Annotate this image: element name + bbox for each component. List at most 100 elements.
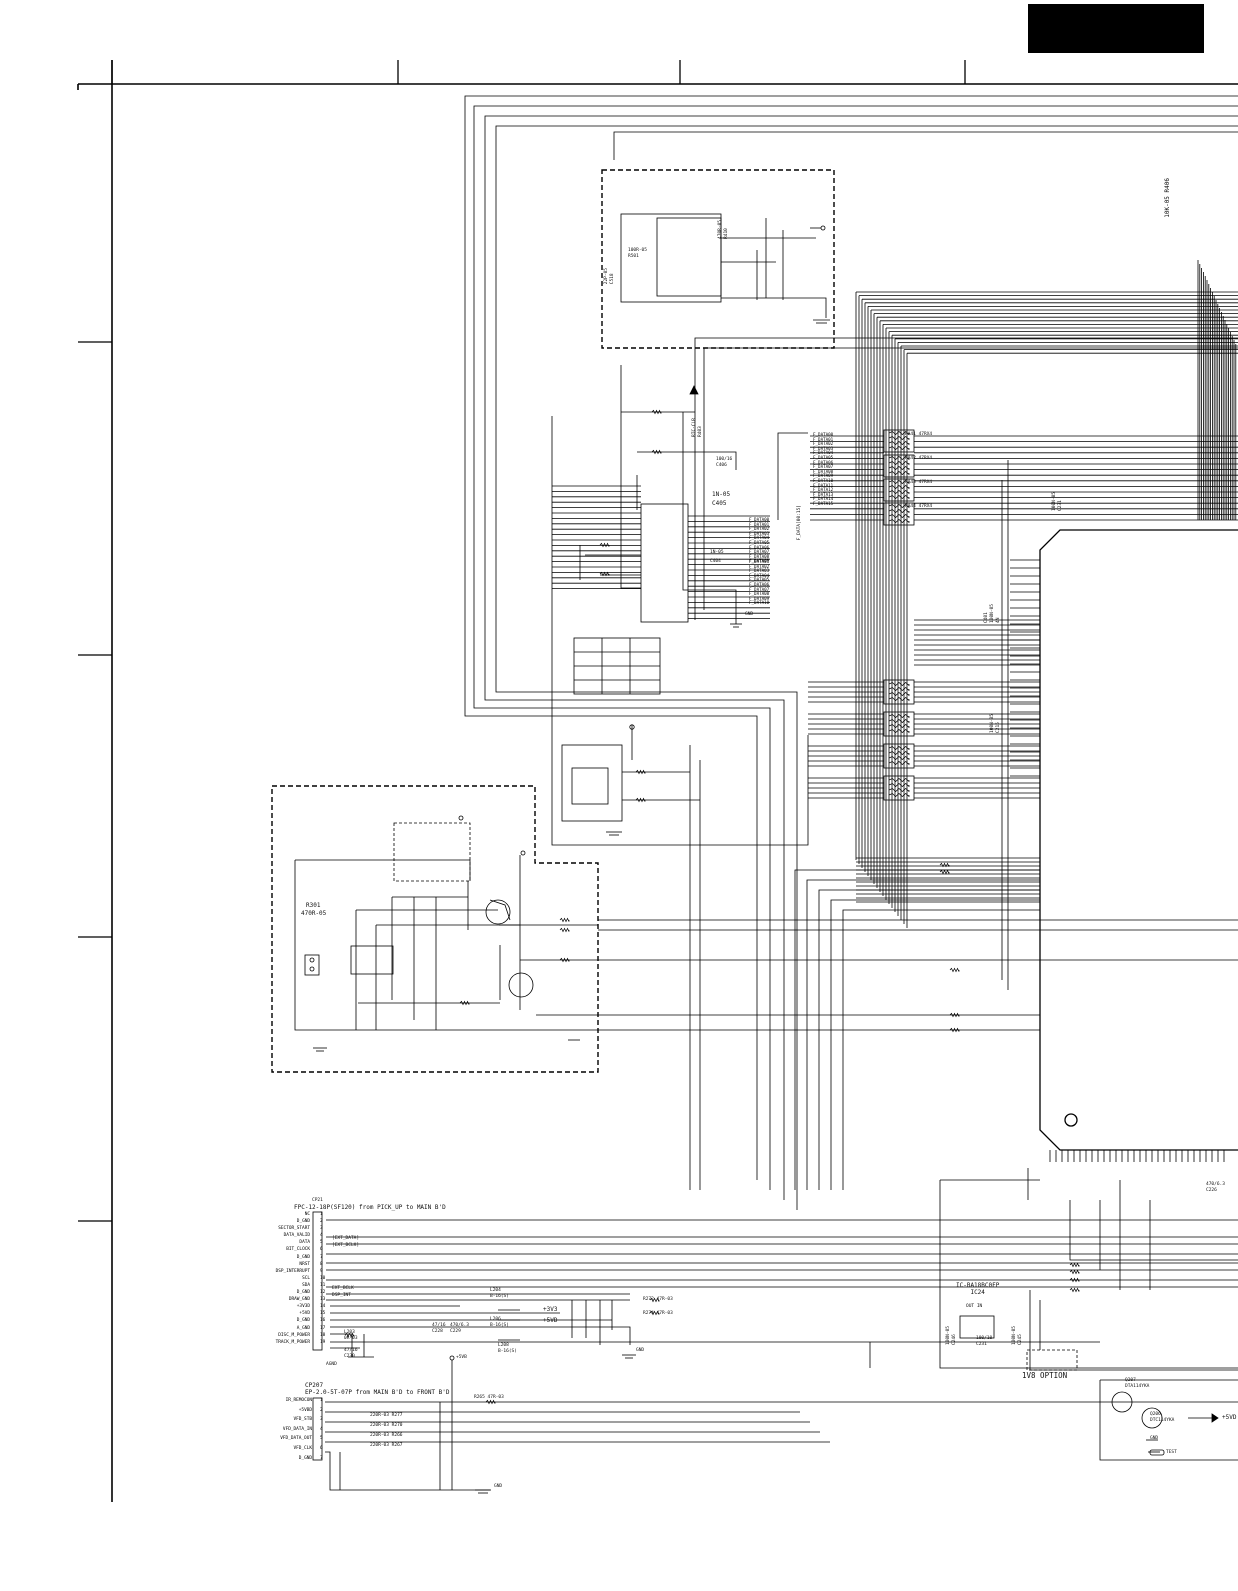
c229-label: 470/6.3 C229 (450, 1323, 469, 1334)
r277-label: 220R-03 R277 (370, 1413, 403, 1418)
lower-ra-element (888, 714, 910, 719)
r270-label: 220R-03 R270 (370, 1423, 403, 1428)
cp207-connector (325, 1355, 1238, 1494)
cp21nums-entry: 12 (320, 1290, 326, 1296)
main-ic (1039, 529, 1238, 1151)
buslowa-entry: F_DATA00 (749, 517, 770, 522)
lower-ra-element (888, 687, 910, 692)
cp21nums-entry: 9 (320, 1268, 323, 1274)
lower-ra-element (888, 788, 910, 793)
cp21nums-entry: 10 (320, 1275, 326, 1281)
cp21names-entry: NC (304, 1212, 310, 1217)
ic-bus-left (552, 485, 770, 619)
lower-ra-element (888, 761, 910, 766)
buslowb-entry: F_DATA06 (749, 581, 770, 587)
r403-label: RTC-CLR R403 (692, 418, 703, 437)
outer-traces (464, 95, 1238, 1210)
cp207names-entry: D_GND (298, 1455, 312, 1461)
resistor-symbol (649, 1310, 660, 1316)
lower-ra-element (888, 729, 910, 734)
q206-label: Q206 DTC114YKA (1150, 1412, 1175, 1423)
block-output-traces (598, 919, 1238, 1031)
r265-label: R265 47R-03 (474, 1395, 504, 1400)
cp21names-entry: DRAW_GND (288, 1297, 310, 1303)
resistor-symbol (949, 1012, 960, 1018)
cp21names-entry: DISC_M_POWER (278, 1332, 310, 1338)
buslowa-entry: F_DATA08 (749, 553, 770, 559)
mid-traces (794, 869, 1040, 1190)
r410-label: 470R-05 R410 (718, 220, 729, 239)
buslowa-entry: F_DATA07 (749, 549, 770, 555)
regulator-section (869, 1168, 1238, 1461)
buslowa-entry: F_DATA03 (749, 530, 770, 536)
resistor-symbol (651, 449, 662, 455)
plus5vd-label: +5VD (543, 1317, 558, 1324)
gnd-label-bottom: GND (494, 1484, 503, 1489)
buslowb-entry: F_DATA01 (749, 559, 770, 564)
agnd-label: AGND (326, 1362, 337, 1367)
gnd-label-cp21: GND (636, 1348, 645, 1353)
title-block (1028, 4, 1204, 53)
ra42-ref: RA42 (905, 456, 916, 461)
cp207nums-entry: 7 (320, 1455, 323, 1461)
cp21names-entry: SCL (302, 1275, 310, 1281)
l204-label: L204 B-16(S) (490, 1288, 509, 1299)
resistor-symbol (1069, 1287, 1080, 1293)
resistor-array-packs (883, 429, 915, 526)
r274-label: R274 47R-03 (643, 1311, 673, 1316)
c518-label: 22P-05 C518 (604, 268, 615, 285)
ra43-ref: RA43 (905, 480, 916, 485)
lower-ra-element (888, 682, 910, 687)
cp21names-entry: DATA_VALID (283, 1233, 310, 1239)
cp21-title: FPC-12-18P(SF120) from PICK_UP to MAIN B… (294, 1204, 446, 1211)
cp21nums-entry: 13 (320, 1297, 326, 1303)
busupper-entry: F_DATA00 (813, 432, 834, 437)
buslowa-entry: F_DATA06 (749, 544, 770, 550)
r301-ref: R301 (306, 902, 321, 909)
c215-label: 100N-05 C215 (990, 714, 1001, 733)
resistor-symbol (1069, 1269, 1080, 1275)
busupper-entry: F_DATA13 (813, 491, 834, 497)
cp21-net-1: EXT_BCLK (332, 1286, 354, 1291)
ra41-ref: RA41 (905, 432, 916, 437)
plus3v3-label: +3V3 (543, 1306, 558, 1313)
cp21-net-2: DSP_INT (332, 1293, 351, 1298)
ra43-value: 47RX4 (918, 480, 933, 485)
cp207names-entry: VFD_CLK (293, 1445, 312, 1451)
ext-bclk-label: [EXT_BCLK] (332, 1243, 360, 1248)
l203-label: L203 0R-03 (344, 1330, 358, 1341)
busupper-entry: F_DATA04 (813, 450, 834, 456)
buslowa-entry: F_DATA09 (749, 558, 770, 564)
cp21names-entry: A_GND (296, 1325, 310, 1331)
memory-ic (620, 337, 1238, 628)
busupper-entry: F_DATA03 (813, 445, 834, 451)
resistor-symbol (459, 1000, 470, 1006)
upper-bus-lines (777, 432, 1238, 521)
r272-label: R272 47R-03 (643, 1297, 673, 1302)
lower-ra-element (888, 692, 910, 697)
resistor-symbol (949, 1027, 960, 1033)
q207-label: Q207 DTA114YKA (1125, 1378, 1150, 1389)
busupper-entry: F_DATA01 (813, 436, 834, 442)
buslowb-entry: F_DATA03 (749, 568, 770, 574)
busupper-entry: F_DATA05 (813, 454, 834, 460)
cp207names-entry: IR_REMOCON (285, 1398, 312, 1403)
ra43-label: RA43 47RX4 (905, 480, 932, 486)
cp207names-entry: VFD_STB (293, 1417, 312, 1423)
cp21names-entry: +5VD (299, 1311, 310, 1317)
lower-ra-element (888, 719, 910, 724)
plus5vb-label: +5VB (456, 1355, 467, 1360)
buslowb-entry: F_DATA05 (749, 577, 770, 583)
busupper-entry: F_DATA07 (813, 464, 834, 470)
buslowb-entry: F_DATA08 (749, 591, 770, 597)
cp21names-entry: D_GND (296, 1254, 310, 1260)
lower-ra-element (888, 746, 910, 751)
cp207names-entry: +5VBD (298, 1407, 312, 1413)
cp21names-entry: NRST (299, 1261, 310, 1267)
test-label: TEST (1166, 1450, 1177, 1455)
